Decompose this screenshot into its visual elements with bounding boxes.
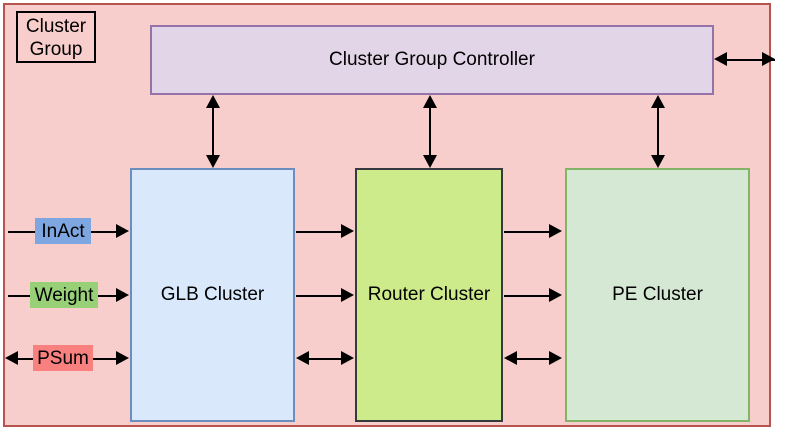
connector-controller-router-arrow-down xyxy=(423,155,437,168)
connector-glb-router-psum-arrow-right xyxy=(341,351,354,365)
block-pe-cluster[interactable]: PE Cluster xyxy=(565,168,750,422)
connector-controller-glb-arrow-down xyxy=(206,155,220,168)
connector-psum-input-arrow-right xyxy=(116,351,129,365)
connector-controller-external-arrow-left xyxy=(714,52,727,66)
connector-weight-input-arrow xyxy=(116,288,129,302)
connector-inact-input-arrow xyxy=(116,224,129,238)
connector-controller-external-arrow-right xyxy=(762,52,775,66)
connector-controller-router-arrow-up xyxy=(423,95,437,108)
connector-router-pe-inact-line xyxy=(504,231,551,233)
block-router-cluster[interactable]: Router Cluster xyxy=(355,168,503,422)
signal-chip-inact[interactable]: InAct xyxy=(35,218,91,244)
cluster-group-caption: Cluster Group xyxy=(16,11,96,63)
connector-controller-pe-line xyxy=(657,108,659,156)
connector-router-pe-weight-arrow xyxy=(549,288,562,302)
block-cluster-group-controller[interactable]: Cluster Group Controller xyxy=(150,25,714,95)
connector-router-pe-weight-line xyxy=(504,295,551,297)
connector-controller-glb-arrow-up xyxy=(206,95,220,108)
signal-chip-psum[interactable]: PSum xyxy=(33,345,93,371)
block-glb-cluster[interactable]: GLB Cluster xyxy=(130,168,295,422)
connector-controller-pe-arrow-up xyxy=(651,95,665,108)
connector-router-pe-psum-arrow-left xyxy=(504,351,517,365)
connector-controller-external-line xyxy=(727,59,775,61)
signal-chip-weight[interactable]: Weight xyxy=(30,282,98,308)
connector-router-pe-inact-arrow xyxy=(549,224,562,238)
connector-glb-router-weight-arrow xyxy=(341,288,354,302)
connector-glb-router-inact-line xyxy=(296,231,343,233)
connector-glb-router-weight-line xyxy=(296,295,343,297)
connector-psum-input-arrow-left xyxy=(5,351,18,365)
connector-glb-router-psum-arrow-left xyxy=(296,351,309,365)
connector-router-pe-psum-arrow-right xyxy=(549,351,562,365)
connector-glb-router-psum-line xyxy=(308,358,341,360)
connector-router-pe-psum-line xyxy=(516,358,549,360)
connector-controller-pe-arrow-down xyxy=(651,155,665,168)
connector-glb-router-inact-arrow xyxy=(341,224,354,238)
connector-controller-router-line xyxy=(429,108,431,156)
connector-controller-glb-line xyxy=(212,108,214,156)
